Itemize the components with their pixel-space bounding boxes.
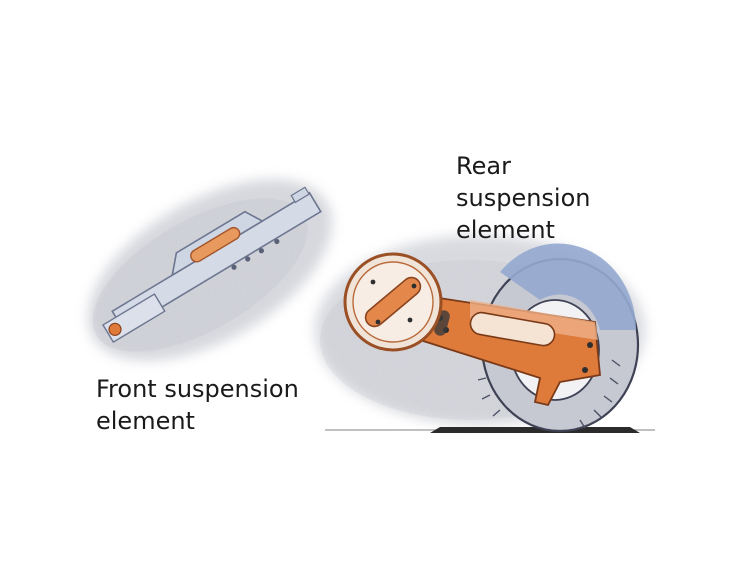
- front-bolt: [274, 238, 280, 245]
- pivot-disc-slot: [364, 276, 422, 328]
- front-suspension-element: [87, 179, 333, 361]
- tire-highlight: [500, 243, 637, 330]
- swing-arm-bolt: [587, 342, 593, 348]
- front-top-tab: [290, 186, 310, 204]
- pivot-disc-bolt: [407, 317, 413, 323]
- rear-pivot-disc: [343, 252, 443, 352]
- pivot-disc-bolt: [411, 283, 417, 289]
- ground-shadow: [430, 427, 640, 433]
- swing-arm-highlight: [470, 300, 598, 340]
- tire-tread: [477, 359, 621, 429]
- front-bolt: [258, 248, 265, 254]
- front-pivot: [108, 322, 122, 336]
- rear-suspension-element: [315, 235, 655, 433]
- rear-suspension-label: Rear suspension element: [456, 152, 591, 244]
- swing-arm-bolt: [582, 367, 588, 373]
- front-bolt: [245, 256, 251, 262]
- swing-arm-slot: [469, 311, 556, 347]
- front-orange-slot: [190, 226, 241, 263]
- pivot-disc-bolt: [370, 279, 376, 285]
- pivot-disc-bolt: [375, 319, 381, 325]
- front-suspension-label: Front suspension element: [96, 375, 299, 435]
- rear-swing-arm: [398, 290, 601, 407]
- front-bolt: [231, 264, 237, 270]
